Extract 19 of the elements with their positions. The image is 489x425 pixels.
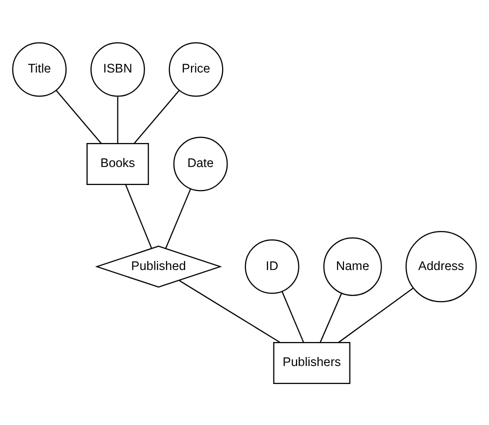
node-circle: ID	[244, 238, 300, 294]
node-box: Books	[86, 142, 149, 184]
connector	[117, 96, 118, 143]
connector	[134, 90, 180, 144]
node-diamond: Published	[95, 245, 222, 288]
connector	[320, 292, 342, 342]
node-circle: ISBN	[90, 42, 145, 96]
node-box: Publishers	[273, 342, 350, 384]
node-circle: Date	[173, 136, 228, 191]
node-circle: Address	[406, 230, 477, 302]
node-circle: Title	[12, 42, 67, 96]
connector	[178, 279, 281, 343]
connector	[56, 90, 102, 144]
node-circle: Price	[168, 42, 224, 96]
connector	[338, 287, 414, 342]
node-circle: Name	[323, 236, 382, 296]
connector	[165, 188, 192, 248]
connector	[282, 290, 304, 342]
connector	[125, 184, 152, 248]
